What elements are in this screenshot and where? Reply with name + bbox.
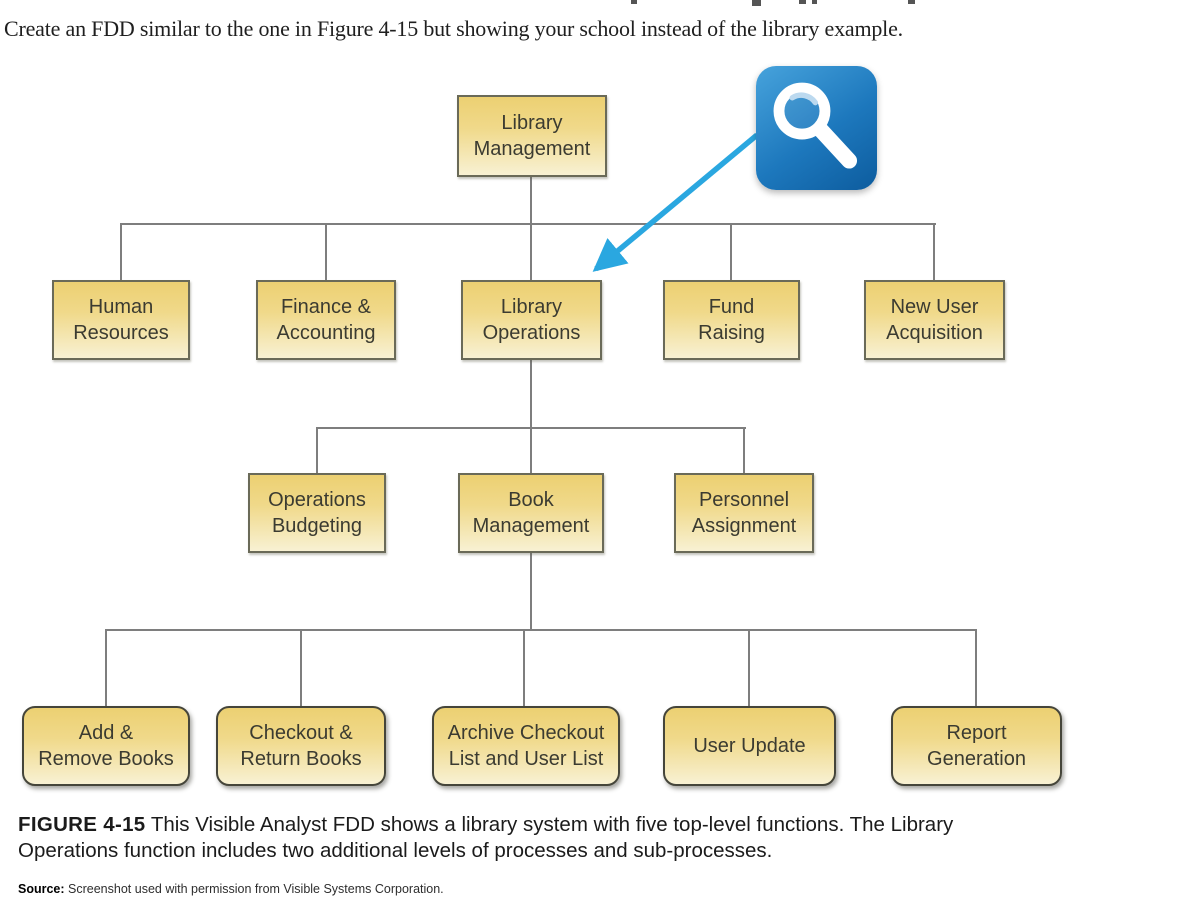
connector-line bbox=[105, 629, 977, 631]
cropped-text-fragment bbox=[631, 0, 637, 4]
node-label: Generation bbox=[927, 748, 1026, 770]
node-user-update: User Update bbox=[663, 706, 836, 786]
node-operations-budgeting: Operations Budgeting bbox=[248, 473, 386, 553]
node-fund-raising: Fund Raising bbox=[663, 280, 800, 360]
connector-line bbox=[748, 629, 750, 706]
cropped-text-fragment bbox=[812, 0, 817, 4]
node-label: Management bbox=[472, 515, 590, 537]
figure-source-text: Screenshot used with permission from Vis… bbox=[68, 882, 444, 896]
connector-line bbox=[933, 223, 935, 280]
node-label: Return Books bbox=[240, 748, 362, 770]
node-label: Add & bbox=[78, 721, 134, 744]
connector-line bbox=[975, 629, 977, 706]
cropped-text-fragment bbox=[799, 0, 806, 4]
node-label: Checkout & bbox=[249, 721, 353, 744]
connector-line bbox=[121, 223, 936, 225]
figure-caption-line1: This Visible Analyst FDD shows a library… bbox=[150, 813, 954, 836]
node-label: Archive Checkout bbox=[447, 721, 605, 744]
node-label: Operations bbox=[268, 488, 366, 511]
connector-line bbox=[530, 553, 532, 631]
node-label: Raising bbox=[698, 322, 765, 344]
node-label: Operations bbox=[482, 322, 581, 344]
figure-source-label: Source: bbox=[18, 882, 65, 896]
connector-line bbox=[530, 360, 532, 473]
exercise-instruction: Create an FDD similar to the one in Figu… bbox=[4, 16, 903, 41]
node-report-generation: Report Generation bbox=[891, 706, 1062, 786]
cropped-text-fragment bbox=[908, 0, 915, 4]
node-library-operations: Library Operations bbox=[461, 280, 602, 360]
node-label: Report bbox=[946, 721, 1007, 744]
node-label: New User bbox=[890, 295, 979, 318]
connector-line bbox=[325, 223, 327, 280]
node-label: Library bbox=[500, 295, 563, 318]
node-label: Personnel bbox=[698, 488, 790, 511]
node-label: Remove Books bbox=[38, 748, 174, 770]
connector-line bbox=[300, 629, 302, 706]
connector-line bbox=[316, 427, 318, 473]
connector-line bbox=[743, 427, 745, 473]
node-label: Accounting bbox=[276, 322, 376, 344]
node-label: Library bbox=[501, 111, 563, 134]
node-label: Budgeting bbox=[271, 515, 363, 537]
node-label: Fund bbox=[708, 295, 755, 318]
node-human-resources: Human Resources bbox=[52, 280, 190, 360]
node-checkout-return-books: Checkout & Return Books bbox=[216, 706, 386, 786]
connector-line bbox=[105, 629, 107, 706]
node-label: Acquisition bbox=[886, 322, 983, 344]
node-personnel-assignment: Personnel Assignment bbox=[674, 473, 814, 553]
node-label: Human bbox=[88, 295, 154, 318]
connector-line bbox=[316, 427, 746, 429]
connector-line bbox=[120, 223, 122, 280]
connector-line bbox=[730, 223, 732, 280]
connector-line bbox=[523, 629, 525, 706]
node-label: Finance & bbox=[280, 295, 372, 318]
node-label: Book bbox=[508, 488, 554, 511]
figure-caption-label: FIGURE 4-15 bbox=[18, 813, 146, 836]
node-book-management: Book Management bbox=[458, 473, 604, 553]
node-finance-accounting: Finance & Accounting bbox=[256, 280, 396, 360]
magnifier-glyph bbox=[773, 82, 858, 169]
figure-source: Source: Screenshot used with permission … bbox=[18, 882, 444, 896]
cropped-text-fragment bbox=[752, 0, 761, 6]
node-new-user-acquisition: New User Acquisition bbox=[864, 280, 1005, 360]
node-label: List and User List bbox=[448, 748, 604, 770]
node-archive-checkout-list: Archive Checkout List and User List bbox=[432, 706, 620, 786]
node-label: Management bbox=[473, 138, 591, 160]
node-label: User Update bbox=[693, 734, 806, 757]
node-library-management: Library Management bbox=[457, 95, 607, 177]
node-add-remove-books: Add & Remove Books bbox=[22, 706, 190, 786]
callout-arrow bbox=[592, 132, 759, 272]
figure-caption: FIGURE 4-15 This Visible Analyst FDD sho… bbox=[18, 812, 1098, 864]
node-label: Assignment bbox=[691, 515, 797, 537]
magnifier-zoom-icon[interactable] bbox=[756, 66, 877, 190]
figure-caption-line2: Operations function includes two additio… bbox=[18, 839, 773, 862]
connector-line bbox=[530, 177, 532, 280]
node-label: Resources bbox=[73, 322, 169, 344]
